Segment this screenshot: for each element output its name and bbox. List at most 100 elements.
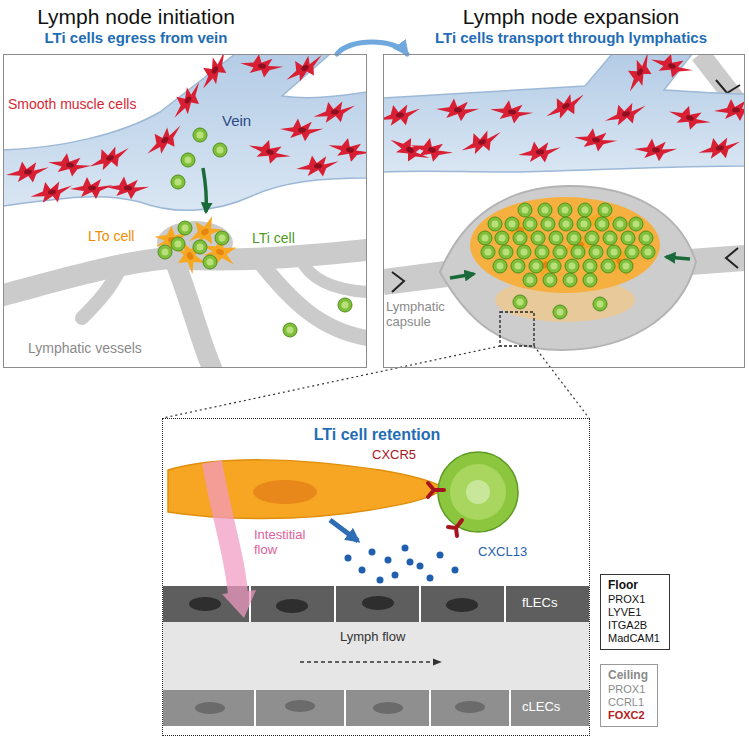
chemokine-label: CXCL13 [478,545,527,560]
transport-arrow [450,257,690,278]
lti-cell [171,237,185,251]
smooth-muscle-cell [165,77,209,124]
cxcl13-dot [345,555,352,562]
lti-cell [488,217,502,231]
smooth-muscle-cell [541,87,589,125]
cell-nucleus [189,597,221,611]
lto-cell [597,240,642,284]
lti-cell [607,245,621,259]
cell-boundary [419,586,421,622]
cell-nucleus [373,702,403,714]
cxcl13-dot [369,549,376,556]
ceiling-lec-layer [163,690,589,726]
panel-heading: Lymph node expansion [463,5,679,29]
lti-cell [213,143,227,157]
smooth-muscle-cell [280,54,328,89]
cell-nucleus [276,599,308,613]
smooth-muscle-cell [70,177,113,199]
lti-cell [601,259,615,273]
lti-cell [171,175,185,189]
marker-name: MadCAM1 [608,632,660,645]
lti-cell [595,217,609,231]
marker-list-box: CeilingPROX1CCRL1FOXC2 [600,664,658,727]
lymph-node-capsule [440,186,696,350]
lti-cell [621,231,635,245]
smooth-muscle-cell [246,134,294,169]
lti-cell [629,217,643,231]
smooth-muscle-cell [86,140,134,175]
lymphatic-vessel [300,258,367,292]
cxcl13-dot [402,545,409,552]
box-heading: Floor [608,578,660,593]
smooth-muscle-cell [435,97,480,123]
cxcl13-dot [345,545,459,584]
cell-boundary [509,690,511,726]
lti-cell [598,203,612,217]
lymph-flow-arrow [300,661,440,663]
lto-cell [152,211,241,277]
lti-cell [549,231,563,245]
lti-cell [547,259,561,273]
lti-cell [181,153,195,167]
cxcr5-receptor [428,483,462,536]
cell-nucleus [446,598,478,612]
lti-cell [478,203,655,319]
zoom-inset-box: LTi cell retention [162,418,590,736]
lti-cell [158,128,352,337]
lti-cell [558,203,572,217]
cell-boundary [429,690,431,726]
lti-cell [178,221,192,235]
smooth-muscle-cell [28,178,74,207]
lti-cell [589,245,603,259]
cxcl13-dot [417,563,424,570]
lti-cell [559,217,573,231]
smooth-muscle-cell [295,153,340,179]
lti-cell [593,297,607,311]
cell-boundary [250,586,505,622]
cxcl13-dot [377,577,384,584]
lti-cell [563,273,577,287]
smooth-muscle-cell [311,98,357,127]
box-heading: Ceiling [608,668,648,683]
lto-cell [169,233,211,277]
vessel-label: Lymphatic vessels [28,340,142,356]
panel-subheading: LTi cells egress from vein [45,29,228,47]
smooth-muscle-cell [648,54,696,84]
cell-nucleus [362,596,394,610]
lti-cell [578,203,592,217]
cell-boundary [504,586,506,622]
smooth-muscle-cell [633,137,678,163]
marker-name: LYVE1 [608,606,660,619]
retention-scene [163,452,589,726]
smooth-muscle-cell [326,134,367,166]
lymphatic-vessel [175,262,212,368]
lti-cell [565,259,579,273]
inset-title: LTi cell retention [314,425,441,444]
lti-cell [158,245,172,259]
cell-layer-label: cLECs [522,700,560,715]
vessel-label: Vein [222,112,251,129]
cell-boundary [344,690,346,726]
interstitial-flow-arrow [212,462,238,596]
cell-nucleus [195,700,485,714]
smooth-muscle-cell [238,54,284,80]
cxcl13-dot [407,559,414,566]
marker-name: PROX1 [608,593,660,606]
lti-cell [553,305,567,319]
smooth-muscle-cell [141,119,189,162]
interstitial-flow-arrow [222,590,256,618]
cell-nucleus [285,700,315,712]
lti-cell [466,480,490,504]
cell-boundary [255,690,510,726]
smooth-muscle-cell [488,97,534,126]
lti-cell [513,231,527,245]
smooth-muscle-cell [46,150,92,179]
smooth-muscle-cell [572,125,618,154]
lti-cell [499,245,513,259]
lti-cell [535,245,549,259]
lti-cell [283,323,297,337]
egress-arrow [203,168,206,212]
transport-arrow [450,274,474,278]
marker-name: FOXC2 [608,709,648,722]
flow-label: Intestitial flow [254,528,320,558]
